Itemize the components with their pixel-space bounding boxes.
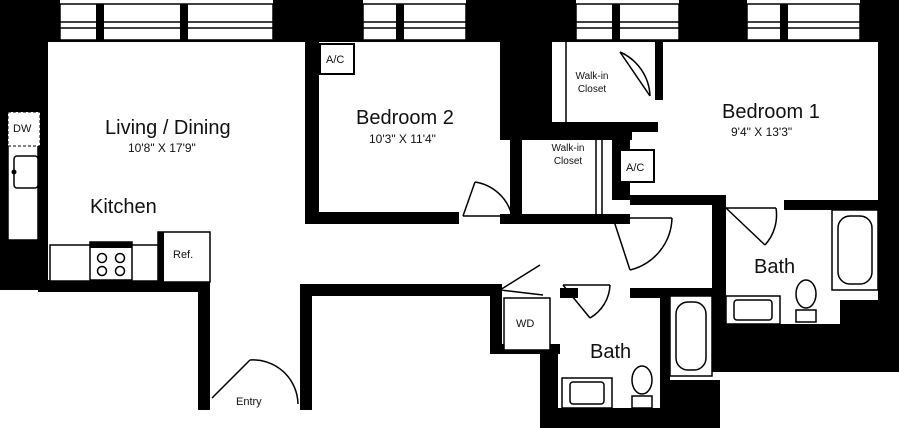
- bath-left-label: Bath: [590, 341, 632, 363]
- refrigerator: [157, 231, 211, 283]
- kitchen-label: Kitchen: [90, 196, 157, 218]
- ac-unit-closet: [619, 149, 655, 183]
- walk-in-closet-bedroom1-label: Walk-in Closet: [575, 71, 609, 95]
- ac-mid-label: A/C: [626, 162, 645, 174]
- living-dining-label: Living / Dining: [105, 117, 231, 139]
- living-dining-dims: 10'8" X 17'9": [128, 141, 196, 155]
- doors: [211, 51, 778, 405]
- refrigerator-label: Ref.: [173, 249, 194, 261]
- dishwasher: [7, 111, 41, 147]
- entry-label: Entry: [236, 396, 262, 408]
- right-bath-fixtures: [725, 209, 879, 325]
- interior-walls: [305, 40, 879, 380]
- ac-top-label: A/C: [326, 54, 345, 66]
- washer-dryer-label: WD: [516, 318, 535, 330]
- bedroom1-label: Bedroom 1: [722, 101, 820, 123]
- kitchen-sink: [13, 155, 39, 189]
- bedroom2-dims: 10'3" X 11'4": [369, 132, 436, 146]
- dishwasher-label: DW: [13, 123, 32, 135]
- bath-right-label: Bath: [754, 256, 796, 278]
- stove: [89, 241, 133, 281]
- walk-in-closet-bedroom2-label: Walk-in Closet: [551, 143, 585, 167]
- ac-unit-bedroom2: [319, 43, 355, 75]
- left-bath-fixtures: [561, 295, 713, 409]
- bedroom2-label: Bedroom 2: [356, 107, 454, 129]
- bedroom1-dims: 9'4" X 13'3": [731, 125, 793, 139]
- washer-dryer: [503, 297, 551, 351]
